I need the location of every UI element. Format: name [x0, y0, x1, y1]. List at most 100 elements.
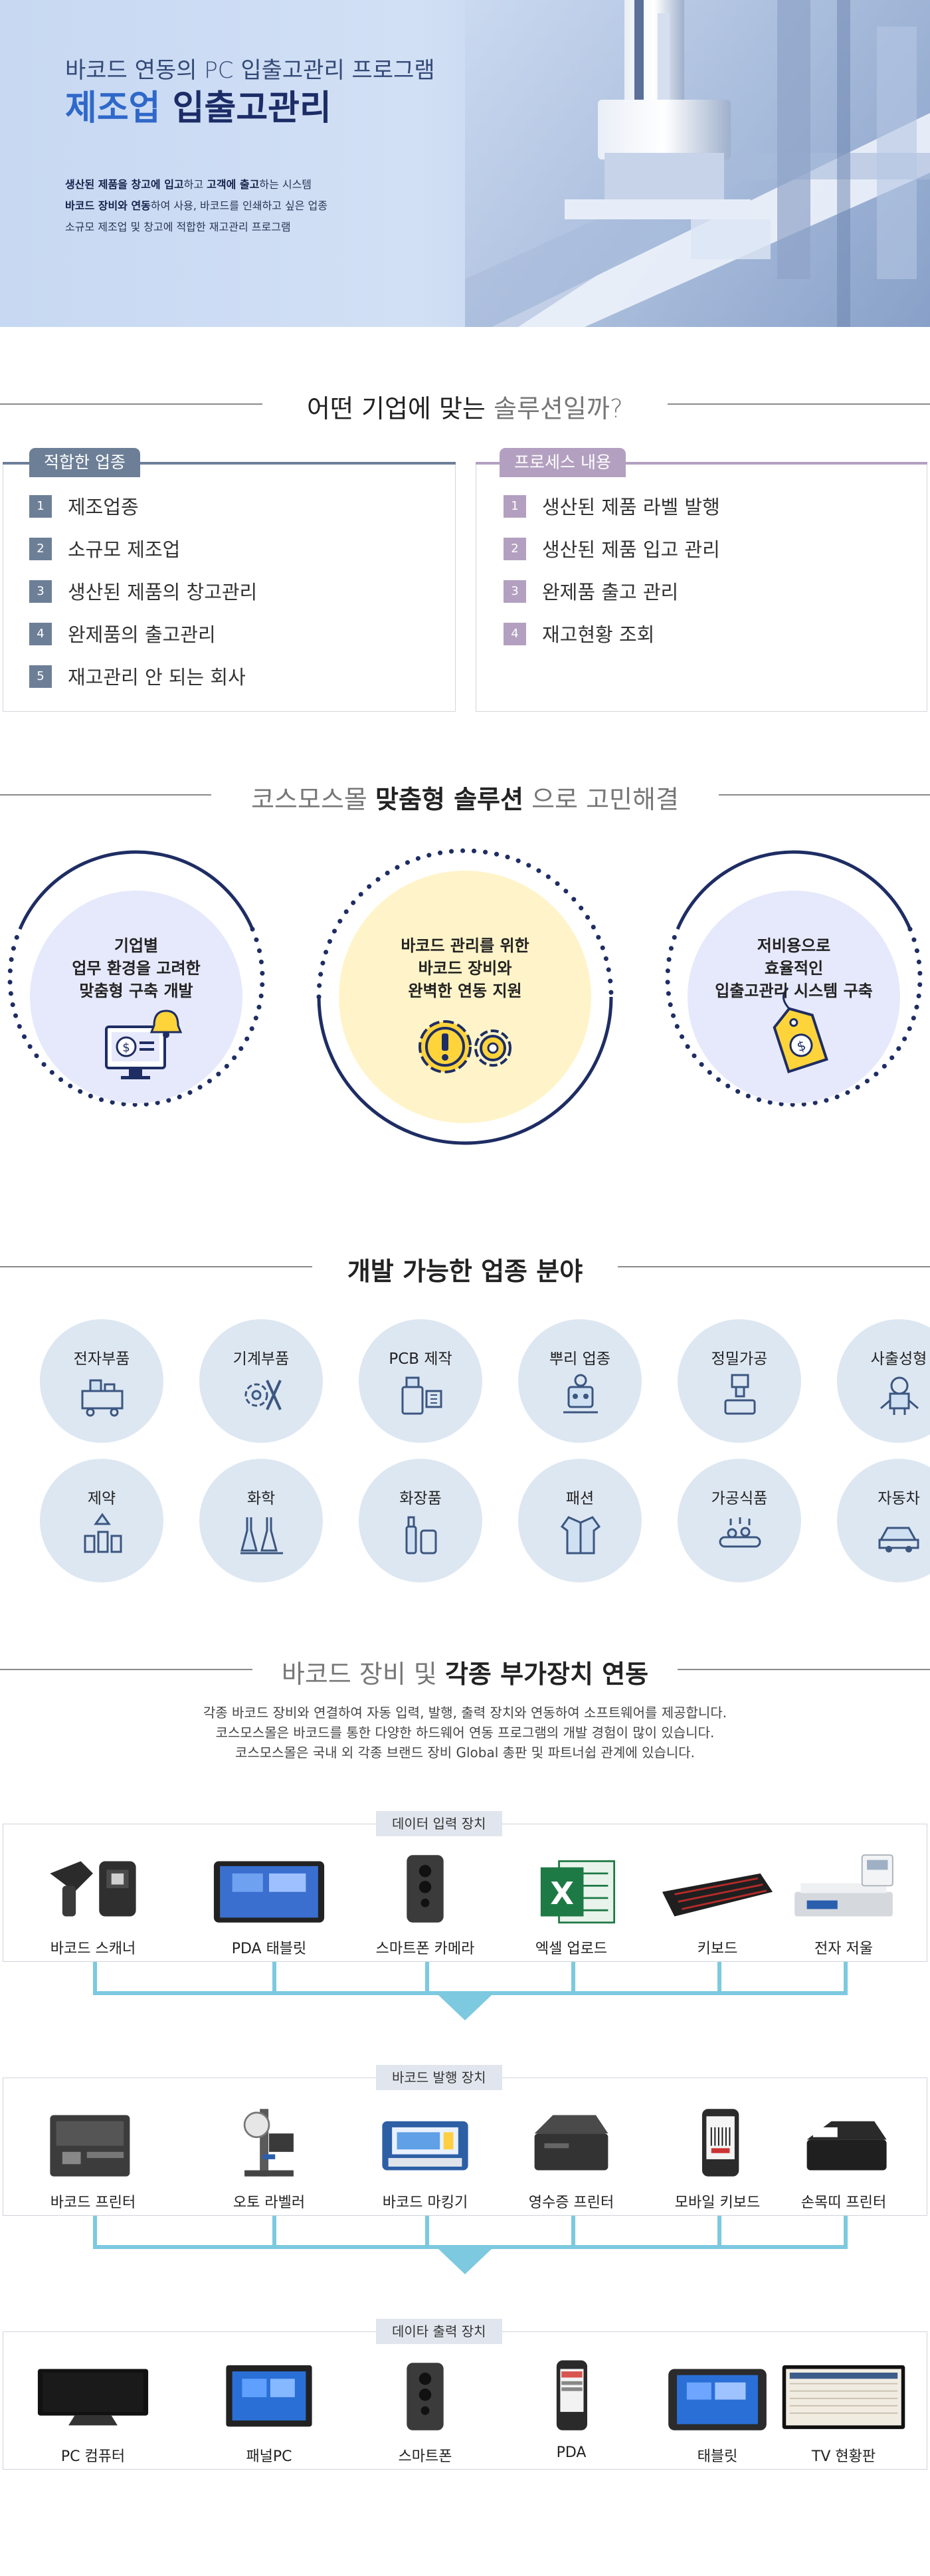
electronic-parts-icon [81, 1379, 124, 1417]
industry-label: 전자부품 [73, 1350, 130, 1368]
connector-bar [93, 1991, 848, 1995]
device-label: 패널PC [246, 2448, 292, 2465]
device-label: 오토 라벨러 [232, 2195, 306, 2211]
device-label: 바코드 마킹기 [382, 2195, 468, 2211]
barcode-printer-icon [50, 2115, 130, 2177]
device-label: 스마트폰 [398, 2448, 452, 2465]
hero-description: 생산된 제품을 창고에 입고하고 고객에 출고하는 시스템 바코드 장비와 연동… [65, 174, 327, 238]
svg-text:$: $ [122, 1041, 130, 1055]
devices-description: 각종 바코드 장비와 연결하여 자동 입력, 발행, 출력 장치와 연동하여 소… [203, 1705, 727, 1761]
industry-label: 패션 [565, 1490, 595, 1507]
receipt-printer-icon [534, 2115, 608, 2171]
device-item: 손목띠 프린터 [771, 2103, 917, 2212]
precision-press-icon [724, 1374, 756, 1415]
smartphone-icon [407, 2363, 444, 2430]
process-box [476, 462, 927, 712]
device-item: PC 컴퓨터 [20, 2357, 166, 2466]
injection-robot-icon [880, 1376, 919, 1415]
device-item: 스마트폰 카메라 [352, 1849, 498, 1958]
car-icon [878, 1527, 919, 1553]
industry-item: 화학 [199, 1459, 323, 1582]
right-dotted-arc [665, 926, 923, 1107]
hero-desc-line-1: 생산된 제품을 창고에 입고하고 고객에 출고하는 시스템 [65, 178, 312, 191]
connector-line [844, 2216, 848, 2248]
tv-board-icon [782, 2365, 905, 2429]
connector-line [844, 1962, 848, 1994]
device-label: PC 컴퓨터 [60, 2448, 126, 2465]
center-solid-arc [317, 996, 613, 1145]
panel-pc-icon [226, 2365, 312, 2427]
hero-desc-line-2: 바코드 장비와 연동하여 사용, 바코드를 인쇄하고 싶은 업종 [65, 199, 327, 212]
mobile-keyboard-icon [701, 2109, 739, 2177]
connector-bar [93, 2245, 848, 2249]
tablet-icon [668, 2369, 767, 2430]
industry-label: PCB 제작 [389, 1350, 452, 1368]
connector-line [272, 2216, 276, 2248]
device-label: 스마트폰 카메라 [375, 1941, 475, 1957]
left-dotted-arc [7, 926, 265, 1107]
industry-item: 제약 [40, 1459, 163, 1582]
device-group-tag: 바코드 발행 장치 [376, 2065, 502, 2090]
industry-label: 정밀가공 [711, 1350, 768, 1368]
hero-machine-image [465, 0, 930, 327]
pda-tablet-icon [213, 1861, 325, 1923]
wristband-printer-icon [806, 2121, 887, 2171]
industry-label: 가공식품 [711, 1490, 768, 1507]
keyboard-icon [662, 1873, 773, 1917]
fashion-icon [560, 1516, 601, 1555]
industry-item: PCB 제작 [359, 1319, 482, 1443]
industry-label: 사출성형 [870, 1350, 927, 1368]
connector-line [717, 1962, 721, 1994]
down-arrow-icon [438, 2249, 492, 2274]
device-label: TV 현황판 [811, 2448, 876, 2465]
device-item: 스마트폰 [352, 2357, 498, 2466]
pc-monitor-icon [37, 2369, 149, 2426]
process-rule [476, 462, 927, 465]
scale-icon [794, 1854, 893, 1917]
barcode-scanner-icon [50, 1861, 136, 1917]
device-item: TV 현황판 [771, 2357, 917, 2466]
industry-item: 기계부품 [199, 1319, 323, 1443]
industry-item: 사출성형 [837, 1319, 930, 1443]
section-title-solution-fit: 어떤 기업에 맞는 솔루션일까? [0, 384, 930, 424]
machine-parts-icon [244, 1380, 282, 1410]
connector-line [425, 2216, 429, 2248]
device-label: 태블릿 [697, 2448, 738, 2465]
device-label: 바코드 스캐너 [50, 1941, 136, 1957]
device-label: 바코드 프린터 [50, 2195, 136, 2211]
device-item: 영수증 프린터 [498, 2103, 644, 2212]
device-label: 손목띠 프린터 [800, 2195, 887, 2211]
connector-line [93, 2216, 97, 2248]
industry-label: 화장품 [399, 1490, 442, 1507]
hero-title-accent: 제조업 [65, 88, 161, 128]
excel-icon: X [540, 1860, 615, 1924]
price-tag-icon: $ [773, 987, 828, 1074]
suitable-industries-box [3, 462, 456, 712]
industry-label: 기계부품 [232, 1350, 290, 1368]
left-solid-arc [18, 850, 254, 930]
hero-subtitle: 바코드 연동의 PC 입출고관리 프로그램 [65, 57, 435, 84]
hero-title: 제조업 입출고관리 [65, 80, 331, 130]
processed-food-icon [719, 1517, 761, 1548]
device-item: PDA [498, 2357, 644, 2461]
pda-icon [556, 2360, 587, 2430]
industry-label: 자동차 [878, 1490, 920, 1507]
connector-line [571, 2216, 575, 2248]
connector-line [425, 1962, 429, 1994]
device-label: 모바일 키보드 [674, 2195, 761, 2211]
connector-line [272, 1962, 276, 1994]
industry-item: 패션 [518, 1459, 642, 1582]
device-label: PDA 태블릿 [231, 1941, 307, 1957]
suitable-industries-rule [3, 462, 456, 465]
device-item: 패널PC [196, 2357, 342, 2466]
center-circle-fill [339, 871, 591, 1123]
industry-label: 뿌리 업종 [549, 1350, 610, 1368]
connector-line [571, 1962, 575, 1994]
